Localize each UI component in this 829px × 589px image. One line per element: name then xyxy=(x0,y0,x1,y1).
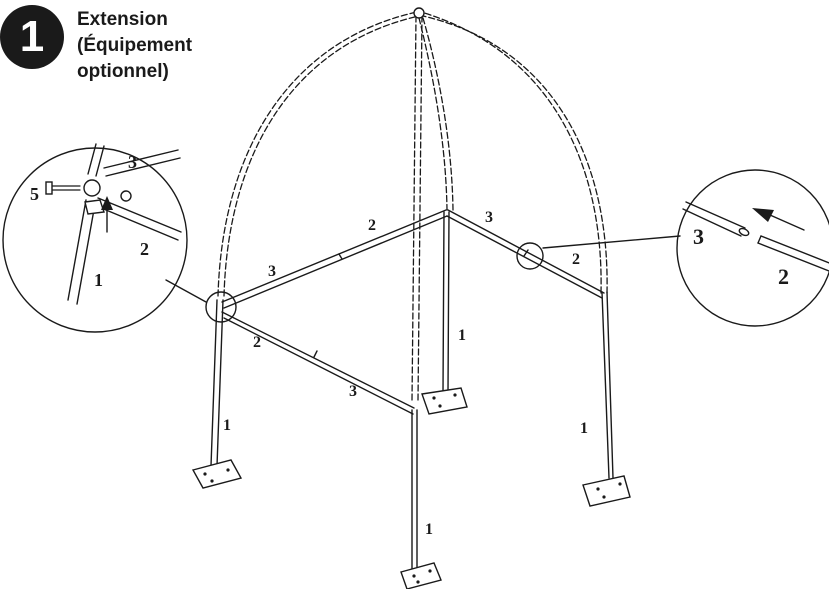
leg-left xyxy=(210,299,224,467)
label-leg-1-a: 1 xyxy=(458,327,466,344)
detail-left-label-2: 2 xyxy=(140,239,149,259)
detail-right-label-2: 2 xyxy=(778,264,789,289)
step-number-badge: 1 xyxy=(0,5,64,69)
detail-left-label-5: 5 xyxy=(30,184,39,204)
apex-joint xyxy=(413,7,425,19)
bolt-icon xyxy=(49,185,81,191)
detail-left xyxy=(2,143,188,333)
extension-arcs xyxy=(217,11,608,401)
base-plate-holes xyxy=(203,393,622,584)
step-title: Extension (Équipement optionnel) xyxy=(77,7,192,85)
label-tube-2-a: 2 xyxy=(368,217,376,234)
arc-center-right xyxy=(417,15,423,401)
step-number: 1 xyxy=(19,12,45,61)
zoom-marker-left xyxy=(205,291,237,323)
detail-right xyxy=(676,169,829,327)
tube-left-back xyxy=(221,209,448,309)
base-plate-front xyxy=(400,562,442,589)
title-line-1: Extension xyxy=(77,9,168,30)
label-leg-1-b: 1 xyxy=(223,417,231,434)
arc-left-outer xyxy=(217,11,418,297)
detail-circle-right xyxy=(676,169,829,327)
detail-left-label-3: 3 xyxy=(128,152,137,172)
arc-left-inner xyxy=(223,15,420,297)
legs xyxy=(210,211,614,571)
title-line-3: optionnel) xyxy=(77,61,169,82)
detail-left-label-1: 1 xyxy=(94,270,103,290)
tubes xyxy=(221,209,605,415)
base-plate-left xyxy=(191,459,243,489)
part-labels: 3 2 3 2 2 3 1 1 1 1 5 3 2 1 3 2 xyxy=(30,152,789,538)
zoom-marker-right xyxy=(516,242,544,270)
leg-right xyxy=(601,291,614,479)
base-plate-right xyxy=(582,475,631,507)
arc-right-inner xyxy=(422,15,608,294)
arc-center-left xyxy=(411,15,417,401)
tube-back-right xyxy=(446,209,605,299)
label-tube-3-a: 3 xyxy=(268,263,276,280)
label-leg-1-d: 1 xyxy=(425,521,433,538)
arc-back-left xyxy=(418,17,448,211)
leader-line-right xyxy=(542,235,681,249)
base-plate-back xyxy=(421,387,468,415)
nut-icon xyxy=(120,190,132,202)
detail-circle-left xyxy=(2,147,188,333)
label-tube-2-c: 2 xyxy=(253,334,261,351)
detail-right-label-3: 3 xyxy=(693,224,704,249)
label-tube-2-b: 2 xyxy=(572,251,580,268)
label-tube-3-b: 3 xyxy=(485,209,493,226)
arrow-left-icon xyxy=(769,214,805,231)
leader-line-left xyxy=(165,279,207,303)
label-leg-1-c: 1 xyxy=(580,420,588,437)
title-line-2: (Équipement xyxy=(77,35,193,56)
tube-left-front xyxy=(221,311,415,415)
leg-front xyxy=(411,409,418,571)
arc-back-right xyxy=(422,17,454,211)
label-tube-3-c: 3 xyxy=(349,383,357,400)
leg-back xyxy=(442,211,450,394)
